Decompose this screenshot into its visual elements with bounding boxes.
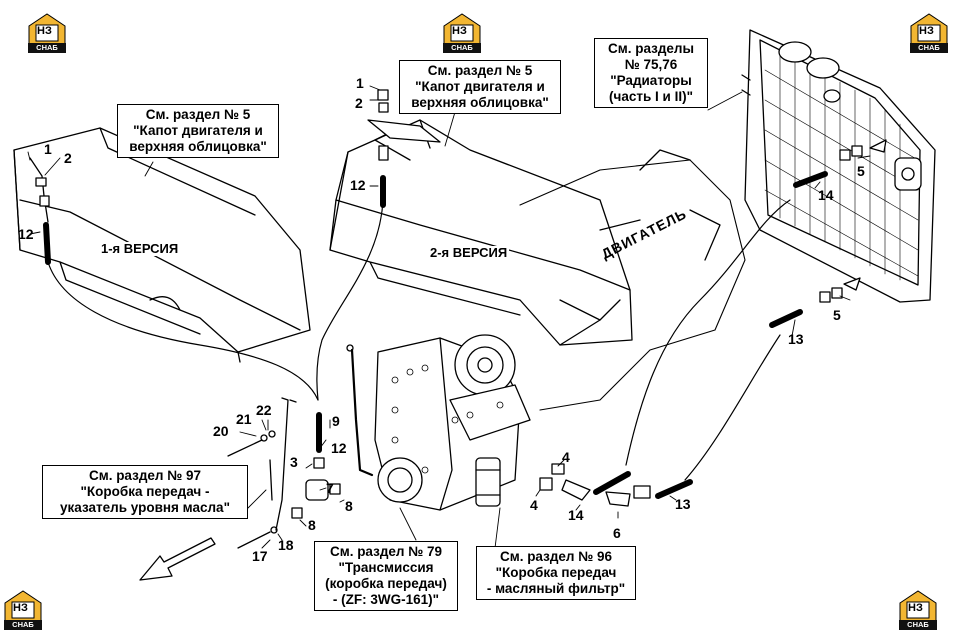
callout-line: верхняя облицовка" [129,139,267,154]
brand-logo-top-center: НЗ СНАБ [442,12,482,54]
house-icon [910,13,948,45]
logo-sub: СНАБ [443,43,481,53]
house-icon [28,13,66,45]
callout-hood-right: См. раздел № 5 "Капот двигателя и верхня… [399,60,561,114]
engine-block [519,149,746,411]
version-2-label: 2-я ВЕРСИЯ [428,245,510,260]
callout-line: "Радиаторы [610,73,692,88]
brand-logo-top-left: НЗ СНАБ [27,12,67,54]
part-number: 6 [613,525,621,541]
brand-logo-top-right: НЗ СНАБ [909,12,949,54]
part-number: 1 [44,141,52,157]
callout-transmission: См. раздел № 79 "Трансмиссия (коробка пе… [314,541,458,611]
transmission-assembly [346,334,531,511]
callout-line: "Коробка передач [495,565,617,580]
logo-sub: СНАБ [4,620,42,630]
callout-line: (часть I и II)" [609,89,693,104]
house-icon [4,590,42,622]
part-number: 9 [332,413,340,429]
part-number: 12 [18,226,34,242]
callout-line: "Коробка передач - [80,484,210,499]
callout-line: См. раздел № 79 [329,544,443,559]
part-number: 17 [252,548,268,564]
logo-sub: СНАБ [899,620,937,630]
logo-mark: НЗ [919,25,934,37]
callout-oil-filter: См. раздел № 96 "Коробка передач - масля… [476,546,636,600]
logo-mark: НЗ [37,25,52,37]
brand-logo-bottom-right: НЗ СНАБ [898,589,938,631]
part-number: 12 [331,440,347,456]
callout-radiators: См. разделы № 75,76 "Радиаторы (часть I … [594,38,708,108]
fittings [29,89,863,519]
callout-line: См. раздел № 96 [499,549,613,564]
callout-line: верхняя облицовка" [411,95,549,110]
logo-mark: НЗ [13,602,28,614]
callout-hood-left: См. раздел № 5 "Капот двигателя и верхня… [117,104,279,158]
level-indicator-bracket [227,397,297,549]
callout-line: - масляный фильтр" [486,581,626,596]
logo-sub: СНАБ [28,43,66,53]
part-number: 13 [788,331,804,347]
part-number: 2 [64,150,72,166]
callout-line: - (ZF: 3WG-161)" [332,592,440,607]
part-number: 2 [355,95,363,111]
callout-line: указатель уровня масла" [60,500,230,515]
flow-arrows [843,139,887,291]
part-number: 21 [236,411,252,427]
oil-filter [475,457,501,507]
part-number: 4 [530,497,538,513]
callout-line: См. раздел № 5 [145,107,251,122]
callout-gearbox-level: См. раздел № 97 "Коробка передач - указа… [42,465,248,519]
callout-line: "Капот двигателя и [133,123,263,138]
hose-segments [43,171,828,499]
direction-arrow [139,537,216,581]
part-number: 3 [290,454,298,470]
part-number: 22 [256,402,272,418]
callout-line: См. раздел № 97 [88,468,202,483]
part-number: 5 [857,163,865,179]
hose-lines [47,199,791,481]
brand-logo-bottom-left: НЗ СНАБ [3,589,43,631]
logo-mark: НЗ [908,602,923,614]
part-number: 5 [833,307,841,323]
part-number: 13 [675,496,691,512]
house-icon [899,590,937,622]
radiator [741,29,936,303]
callout-line: № 75,76 [624,57,678,72]
engine-hood-right [329,119,633,346]
part-number: 18 [278,537,294,553]
part-number: 12 [350,177,366,193]
part-number: 4 [562,449,570,465]
part-number: 14 [818,187,834,203]
part-number: 20 [213,423,229,439]
callout-line: (коробка передач) [325,576,447,591]
version-1-label: 1-я ВЕРСИЯ [99,241,181,256]
callout-line: "Трансмиссия [338,560,434,575]
callout-line: См. разделы [607,41,695,56]
part-number: 1 [356,75,364,91]
part-number: 8 [345,498,353,514]
logo-mark: НЗ [452,25,467,37]
part-number: 7 [326,480,334,496]
callout-line: См. раздел № 5 [427,63,533,78]
part-number: 8 [308,517,316,533]
leader-lines [27,85,871,549]
logo-sub: СНАБ [910,43,948,53]
house-icon [443,13,481,45]
callout-line: "Капот двигателя и [415,79,545,94]
part-number: 14 [568,507,584,523]
